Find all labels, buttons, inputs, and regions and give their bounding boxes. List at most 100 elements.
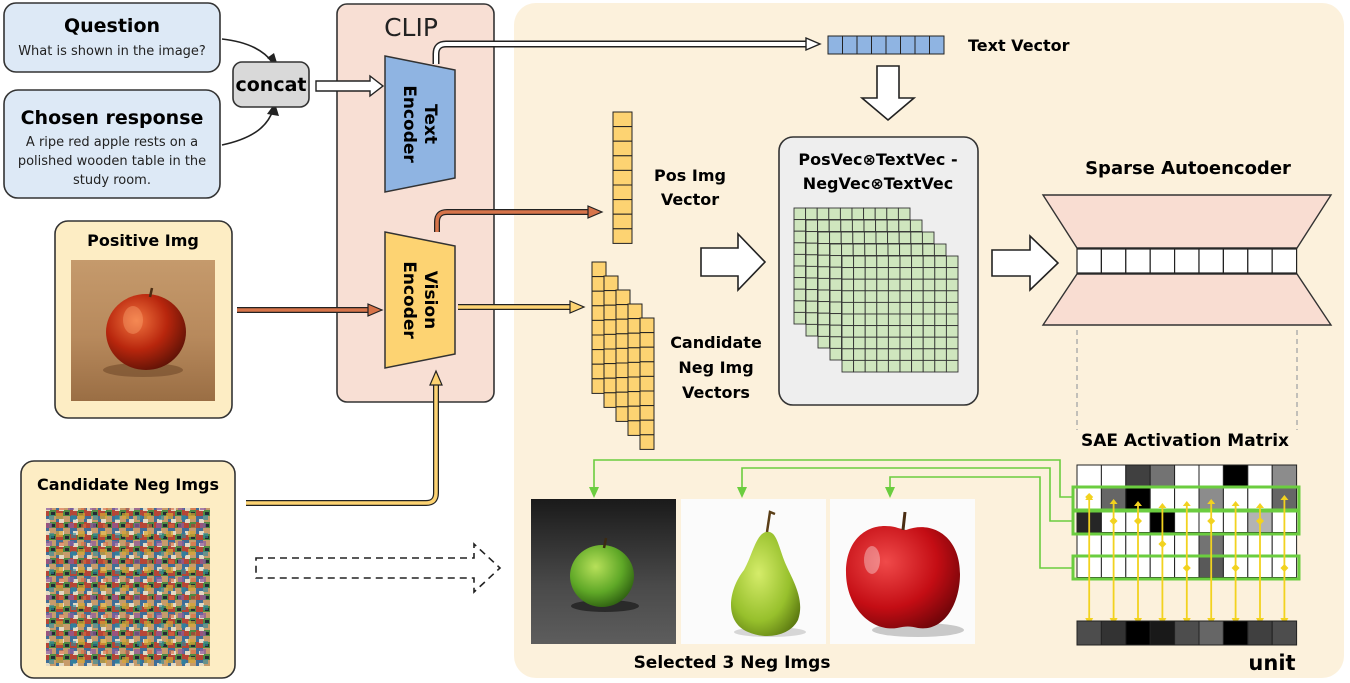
grid-cell	[922, 290, 936, 303]
response-to-concat-arrow	[221, 109, 274, 146]
grid-cell	[911, 290, 924, 303]
grid-cell	[922, 313, 936, 327]
selected-image-green-apple	[531, 499, 676, 644]
grid-cell	[911, 313, 924, 327]
pos-vector-cell	[612, 111, 633, 128]
pos-vector-cell	[612, 213, 633, 230]
grid-cell	[853, 359, 866, 373]
grid-cell	[911, 267, 924, 280]
grid-cell	[829, 324, 843, 338]
grid-cell	[841, 325, 855, 338]
grid-cell	[817, 231, 831, 245]
connector-head-up	[1134, 501, 1142, 506]
neg-vector-cell	[591, 261, 607, 278]
grid-cell	[934, 313, 947, 327]
grid-cell	[945, 325, 959, 338]
text-vector-arrow	[805, 36, 822, 52]
grid-cell	[853, 336, 866, 350]
grid-cell	[897, 207, 911, 221]
grid-cell	[875, 231, 889, 245]
grid-cell	[899, 267, 913, 280]
grid-cell	[876, 359, 889, 373]
grid-cell	[805, 207, 818, 221]
grid-cell	[840, 231, 854, 245]
grid-cell	[922, 267, 936, 280]
pos-vector-cell	[612, 184, 633, 201]
grid-cell	[911, 336, 924, 350]
grid-cell	[840, 219, 853, 233]
grid-cell	[911, 255, 924, 269]
concat-label: concat	[235, 74, 306, 96]
text-vector-cell	[885, 35, 901, 55]
question-box	[3, 2, 221, 73]
grid-cell	[793, 288, 807, 302]
grid-cell	[933, 243, 947, 257]
sae-latent-cell	[1076, 248, 1102, 274]
unit-cell	[1076, 620, 1102, 646]
grid-cell	[876, 348, 889, 361]
activation-cell	[1247, 464, 1273, 488]
grid-cell	[887, 267, 901, 280]
grid-cell	[887, 301, 901, 315]
formula-line-2: NegVec⊗TextVec	[803, 174, 953, 193]
positive-to-vision-arrow	[367, 303, 384, 317]
grid-cell	[864, 290, 878, 303]
vision-encoder	[384, 231, 456, 369]
grid-cell	[841, 313, 855, 327]
sae-latent-cell	[1222, 248, 1249, 274]
grid-cell	[816, 207, 830, 221]
grid-cell	[876, 325, 889, 338]
grid-cell	[899, 301, 913, 315]
grid-cell	[853, 290, 866, 303]
unit-label: unit	[1248, 651, 1295, 675]
text-vector-cell	[842, 35, 858, 55]
pos-vector-cell	[612, 199, 633, 215]
grid-cell	[887, 255, 901, 269]
grid-cell	[899, 243, 912, 257]
grid-cell	[945, 278, 959, 292]
selected-neg-imgs-label: Selected 3 Neg Imgs	[634, 653, 831, 673]
grid-cell	[899, 325, 913, 338]
grid-cell	[864, 336, 878, 350]
connector-head-up	[1182, 501, 1191, 506]
grid-cell	[910, 231, 923, 245]
grid-cell	[841, 348, 855, 361]
formula-to-sae-arrow	[991, 234, 1060, 292]
grid-cell	[899, 336, 913, 350]
grid-cell	[887, 313, 901, 327]
pos-vector-cell	[612, 169, 633, 186]
grid-cell	[911, 325, 924, 338]
grid-cell	[863, 207, 876, 221]
pos-vector-cell	[612, 140, 633, 157]
grid-cell	[922, 325, 936, 338]
activation-cell	[1125, 464, 1151, 488]
neg-vector-cell	[639, 346, 655, 363]
grid-cell	[922, 255, 936, 269]
grid-cell	[841, 255, 855, 269]
connector-diamond	[1207, 517, 1216, 525]
connector-head-up	[1231, 501, 1240, 506]
selected-image-red-apple	[830, 499, 975, 644]
activation-cell	[1149, 464, 1176, 488]
grid-cell	[851, 207, 865, 221]
selection-lines	[593, 459, 1072, 569]
grid-cell	[817, 335, 831, 349]
activation-cell	[1100, 464, 1127, 488]
grid-cell	[828, 219, 842, 233]
grid-cell	[793, 230, 807, 244]
grid-cell	[864, 267, 878, 280]
grid-cell	[805, 277, 819, 291]
grid-cell	[922, 278, 936, 292]
grid-cell	[793, 265, 807, 279]
clip-title: CLIP	[384, 13, 438, 42]
sae-label: Sparse Autoencoder	[1085, 158, 1291, 179]
grid-cell	[909, 219, 923, 233]
grid-cell	[841, 278, 855, 292]
grid-cell	[874, 207, 888, 221]
grid-cell	[863, 231, 877, 245]
text-vector-cell	[914, 35, 930, 55]
vision-encoder-label-1: Vision	[420, 271, 440, 329]
grid-cell	[876, 290, 889, 303]
grid-cell	[922, 336, 936, 350]
grid-cell	[876, 278, 889, 292]
